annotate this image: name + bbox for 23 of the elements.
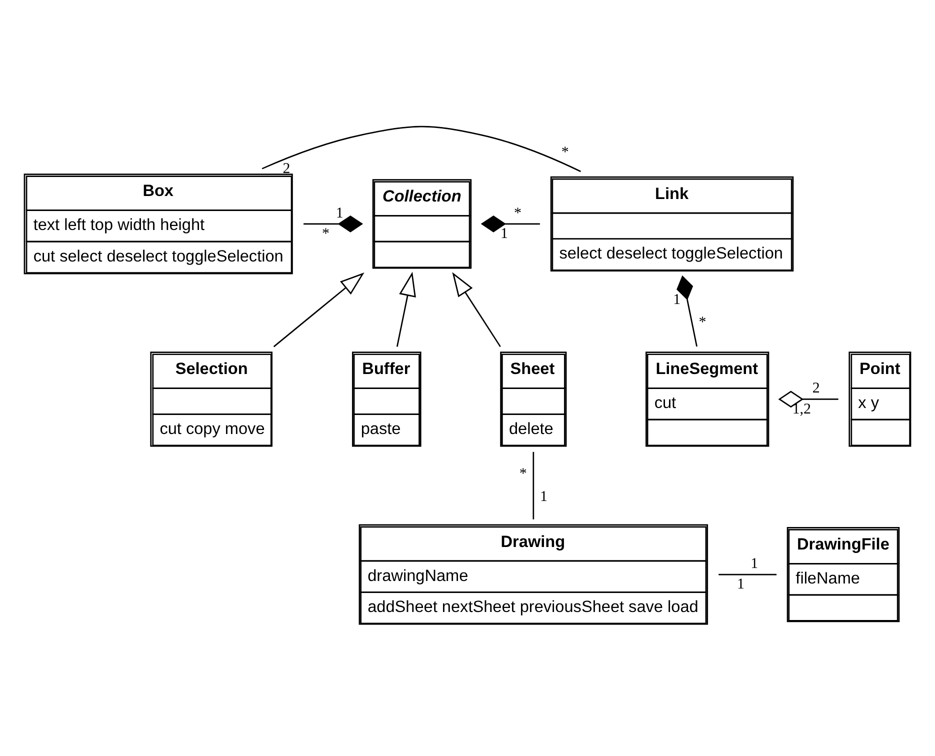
label: 1 bbox=[737, 576, 744, 593]
label: * bbox=[698, 314, 706, 330]
label: 1,2 bbox=[792, 401, 811, 418]
label: * bbox=[519, 466, 527, 482]
connector bbox=[480, 216, 540, 232]
arrow bbox=[396, 272, 416, 347]
connector bbox=[718, 574, 777, 576]
arrow bbox=[452, 272, 501, 348]
connector bbox=[304, 216, 364, 232]
label: 1 bbox=[673, 292, 681, 308]
label: 1 bbox=[336, 205, 344, 222]
label: * bbox=[322, 226, 330, 242]
label: * bbox=[514, 205, 522, 222]
connector bbox=[676, 275, 698, 347]
label: 1 bbox=[500, 226, 508, 242]
connector bbox=[262, 126, 581, 172]
label: 1 bbox=[540, 488, 548, 505]
connector bbox=[532, 452, 534, 520]
connector bbox=[778, 390, 838, 408]
label: * bbox=[561, 144, 569, 160]
label: 2 bbox=[812, 380, 820, 397]
arrow bbox=[273, 272, 364, 348]
label: 1 bbox=[750, 556, 758, 572]
